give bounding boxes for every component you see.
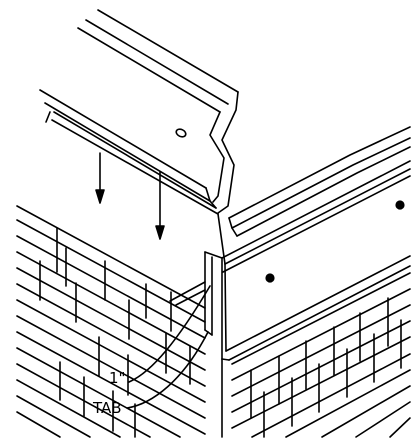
right-coping-piece [217,126,411,361]
corner-tab [169,251,223,336]
brick-wall-right [221,272,411,438]
fasteners [265,200,405,283]
dimension-label: 1" [109,369,126,387]
leader-line [126,285,211,409]
brick-wall-left [16,205,206,438]
tab-label: TAB [93,399,122,417]
upper-coping-piece [39,9,239,215]
fastener-hole [175,128,187,138]
down-arrows [95,152,165,240]
